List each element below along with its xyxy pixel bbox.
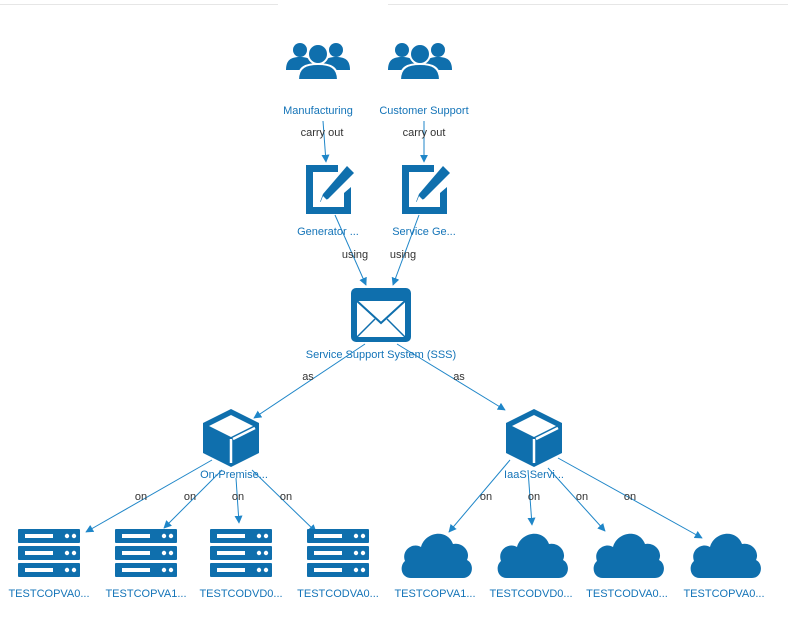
edge-label-carry-out: carry out	[403, 127, 446, 139]
edge-label-on: on	[184, 491, 196, 503]
cloud-icon	[401, 533, 472, 578]
node-label: TESTCODVA0...	[586, 588, 668, 600]
edge-label-carry-out: carry out	[301, 127, 344, 139]
edge-labels: carry out carry out using using as as on…	[135, 127, 636, 503]
node-label: TESTCODVA0...	[297, 588, 379, 600]
node-generator-process[interactable]: Generator ...	[297, 165, 359, 238]
edge-service-sss	[391, 214, 420, 286]
node-cloud-3[interactable]: TESTCODVA0...	[586, 533, 668, 600]
edge-iaas-cloud-3	[547, 467, 606, 532]
toolbar-divider-left	[0, 0, 278, 5]
edge-iaas-cloud-4	[557, 457, 703, 539]
node-label: Generator ...	[297, 226, 359, 238]
cloud-icon	[497, 533, 568, 578]
node-label: TESTCOPVA1...	[394, 588, 475, 600]
edge-label-on: on	[528, 491, 540, 503]
node-cloud-4[interactable]: TESTCOPVA0...	[683, 533, 765, 600]
edge-onpremise-server-1	[85, 459, 213, 533]
top-toolbar-edge	[0, 0, 788, 6]
server-rack-icon	[307, 529, 369, 577]
node-server-1[interactable]: TESTCOPVA0...	[8, 529, 90, 600]
node-service-process[interactable]: Service Ge...	[392, 165, 456, 238]
node-label: TESTCODVD0...	[199, 588, 282, 600]
edge-label-using: using	[390, 249, 416, 261]
node-label: Service Support System (SSS)	[306, 349, 456, 361]
edge-iaas-cloud-2	[527, 469, 536, 526]
edge-onpremise-server-2	[163, 469, 223, 529]
people-group-icon	[285, 42, 351, 81]
node-on-premise[interactable]: On-Premise...	[200, 407, 268, 481]
toolbar-divider-right	[388, 0, 788, 5]
people-group-icon	[387, 42, 453, 81]
edges-layer	[85, 120, 703, 539]
edge-generator-sss	[334, 214, 367, 286]
node-server-3[interactable]: TESTCODVD0...	[199, 529, 283, 600]
edge-label-on: on	[480, 491, 492, 503]
node-manufacturing[interactable]: Manufacturing	[283, 42, 353, 117]
node-cloud-2[interactable]: TESTCODVD0...	[489, 533, 573, 600]
edge-manufacturing-generator	[321, 120, 330, 163]
node-label: TESTCOPVA0...	[683, 588, 764, 600]
edge-iaas-cloud-1	[448, 459, 511, 533]
server-rack-icon	[210, 529, 272, 577]
node-label: On-Premise...	[200, 469, 268, 481]
edge-onpremise-server-3	[234, 477, 243, 524]
node-label: IaaS Servi...	[504, 469, 564, 481]
edge-label-on: on	[280, 491, 292, 503]
server-rack-icon	[18, 529, 80, 577]
edge-label-on: on	[624, 491, 636, 503]
edge-label-on: on	[135, 491, 147, 503]
node-customer-support[interactable]: Customer Support	[379, 42, 469, 117]
node-service-support-system[interactable]: Service Support System (SSS)	[306, 287, 456, 361]
edge-label-using: using	[342, 249, 368, 261]
cloud-icon	[593, 533, 664, 578]
node-label: Manufacturing	[283, 105, 353, 117]
edge-sss-onpremise	[253, 343, 366, 419]
node-label: Service Ge...	[392, 226, 456, 238]
node-label: Customer Support	[379, 105, 468, 117]
node-label: TESTCODVD0...	[489, 588, 572, 600]
node-label: TESTCOPVA0...	[8, 588, 89, 600]
node-server-4[interactable]: TESTCODVA0...	[297, 529, 379, 600]
edit-document-icon	[306, 165, 354, 214]
node-server-2[interactable]: TESTCOPVA1...	[105, 529, 187, 600]
edit-document-icon	[402, 165, 450, 214]
edge-sss-iaas	[396, 343, 506, 411]
edge-label-on: on	[576, 491, 588, 503]
edge-label-on: on	[232, 491, 244, 503]
edge-label-as: as	[453, 371, 465, 383]
cloud-icon	[690, 533, 761, 578]
server-rack-icon	[115, 529, 177, 577]
node-iaas[interactable]: IaaS Servi...	[504, 407, 564, 481]
cube-icon	[504, 407, 564, 469]
edge-onpremise-server-4	[251, 469, 317, 533]
edge-label-as: as	[302, 371, 314, 383]
node-label: TESTCOPVA1...	[105, 588, 186, 600]
cube-icon	[201, 407, 261, 469]
node-cloud-1[interactable]: TESTCOPVA1...	[394, 533, 476, 600]
application-window-icon	[350, 287, 412, 343]
